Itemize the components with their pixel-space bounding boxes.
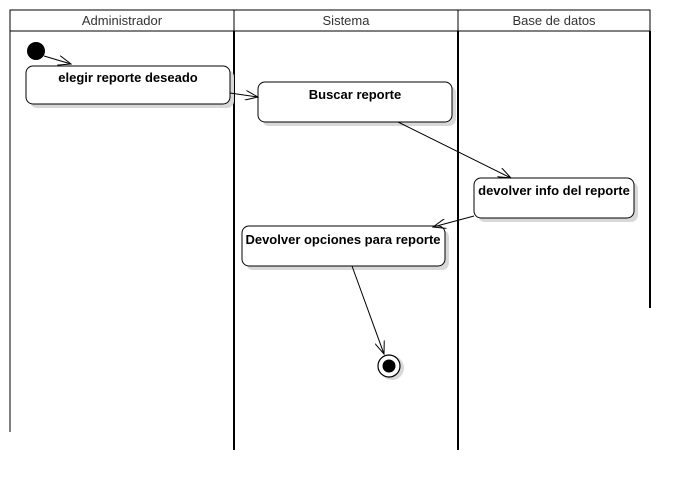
final-node <box>377 354 404 380</box>
activity-label: Buscar reporte <box>309 87 401 102</box>
flow-initial-to-elegir <box>43 56 71 64</box>
activity-label: elegir reporte deseado <box>58 70 197 85</box>
lane-title-bd: Base de datos <box>512 13 596 28</box>
lane-header-bd <box>457 9 651 32</box>
flow-elegir-to-buscar <box>229 93 258 97</box>
flow-devolver-info-to-opciones <box>433 215 475 227</box>
activity-label: Devolver opciones para reporte <box>245 232 440 247</box>
initial-node <box>27 42 45 60</box>
flow-opciones-to-final <box>351 265 384 354</box>
activity-elegir-reporte: elegir reporte deseado <box>25 65 234 108</box>
activity-label: devolver info del reporte <box>478 183 630 198</box>
flow-buscar-to-devolver-info <box>397 121 511 178</box>
activity-devolver-info: devolver info del reporte <box>473 177 638 222</box>
lane-title-sistema: Sistema <box>323 13 371 28</box>
lane-title-admin: Administrador <box>82 13 163 28</box>
activity-devolver-opciones: Devolver opciones para reporte <box>241 225 449 270</box>
activity-buscar-reporte: Buscar reporte <box>257 81 456 126</box>
